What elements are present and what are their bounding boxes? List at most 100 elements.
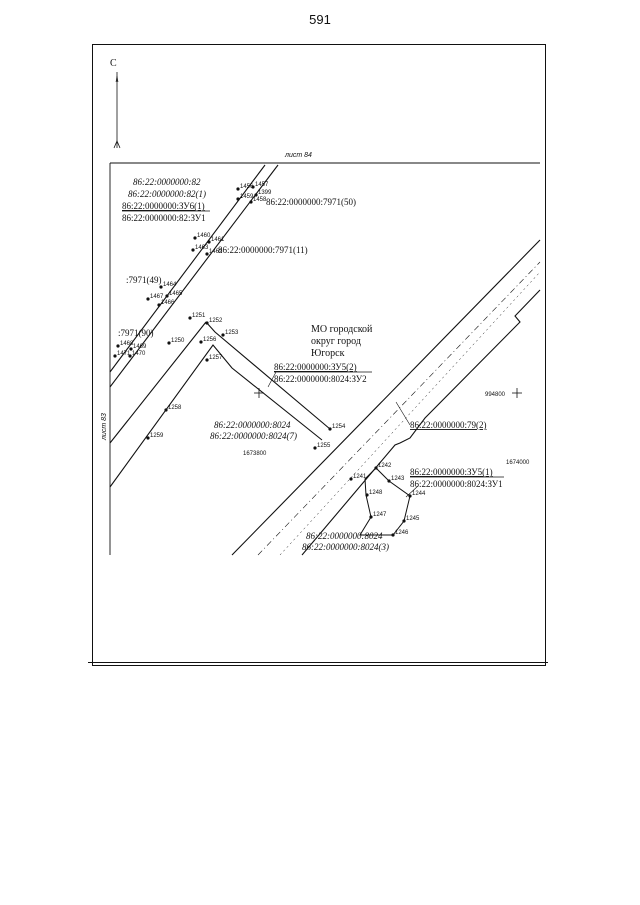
boundary-point: 1245 [402, 516, 420, 523]
boundary-point-marker [146, 436, 150, 440]
boundary-point-marker [369, 515, 373, 519]
parcel-label: 86:22:0000000:7971(11) [218, 245, 308, 255]
parcel-label: 86:22:0000000:8024 [214, 420, 291, 430]
boundary-point: 1248 [365, 490, 383, 497]
coordinate-crosshairs [254, 388, 522, 398]
boundary-point-label: 1456 [240, 184, 254, 190]
boundary-point: 1241 [349, 474, 367, 481]
boundary-point-marker [207, 240, 211, 244]
boundary-point-marker [221, 333, 225, 337]
parcel-label: :7971(90) [118, 328, 154, 338]
boundary-point-label: 1252 [209, 318, 223, 324]
road-corridor [231, 239, 541, 556]
parcel-label: 86:22:0000000:ЗУ5(2) [274, 362, 357, 372]
north-label: С [110, 58, 117, 69]
boundary-point-marker [387, 479, 391, 483]
boundary-point-marker [328, 427, 332, 431]
boundary-point: 1467 [146, 294, 164, 301]
boundary-point: 1470 [128, 351, 146, 358]
page-number: 591 [309, 12, 331, 27]
boundary-point-label: 1258 [168, 405, 182, 411]
parcel-label: 86:22:0000000:8024 [306, 531, 383, 541]
boundary-point: 1463 [191, 245, 209, 252]
parcel-label: :7971(49) [126, 275, 162, 285]
boundary-point-label: 1256 [203, 337, 217, 343]
boundary-point-marker [391, 533, 395, 537]
boundary-point-marker [199, 340, 203, 344]
boundary-point-marker [188, 316, 192, 320]
boundary-point-label: 1259 [150, 433, 164, 439]
boundary-point-label: 1468 [120, 341, 134, 347]
boundary-point: 1465 [165, 291, 183, 298]
boundary-point-marker [165, 294, 169, 298]
boundary-point: 1255 [313, 443, 331, 450]
boundary-point-label: 1250 [171, 338, 185, 344]
boundary-point: 1471 [113, 351, 131, 358]
boundary-point-label: 1399 [258, 190, 272, 196]
boundary-point-label: 1466 [161, 300, 175, 306]
parcel-label: 86:22:0000000:79(2) [410, 420, 487, 430]
boundary-point-marker [205, 321, 209, 325]
boundary-point-label: 1254 [332, 424, 346, 430]
boundary-point: 1253 [221, 330, 239, 337]
boundary-point-marker [205, 252, 209, 256]
map-frame [92, 44, 546, 666]
parcel-label: 86:22:0000000:8024(3) [302, 542, 389, 552]
boundary-point-label: 1244 [412, 491, 426, 497]
boundary-point: 1247 [369, 512, 387, 519]
boundary-point-label: 1464 [163, 282, 177, 288]
boundary-point-marker [251, 185, 255, 189]
boundary-point-marker [249, 200, 253, 204]
boundary-point-marker [113, 354, 117, 358]
parcel-label: 86:22:0000000:ЗУ5(1) [410, 467, 493, 477]
boundary-point-label: 1470 [132, 351, 146, 357]
boundary-point-label: 1465 [169, 291, 183, 297]
boundary-point: 1246 [391, 530, 409, 537]
boundary-point: 1252 [205, 318, 223, 325]
linear-parcel-strips [109, 164, 331, 488]
parcel-outline-8024-3 [359, 467, 411, 536]
boundary-point-label: 1463 [195, 245, 209, 251]
boundary-point: 1244 [408, 491, 426, 498]
sheet-label-top: лист 84 [284, 152, 312, 159]
boundary-point-label: 1461 [211, 237, 225, 243]
boundary-point: 1466 [157, 300, 175, 307]
boundary-point: 1462 [205, 249, 223, 256]
parcel-label: 86:22:0000000:8024:ЗУ1 [410, 479, 503, 489]
boundary-point: 1469 [129, 344, 147, 351]
parcel-label: 86:22:0000000:82 [133, 177, 201, 187]
boundary-point-marker [129, 347, 133, 351]
region-label-line3: Югорск [311, 348, 345, 359]
boundary-point-marker [159, 285, 163, 289]
boundary-point: 1251 [188, 313, 206, 320]
parcel-label: 86:22:0000000:82:ЗУ1 [122, 213, 206, 223]
boundary-point: 1456 [236, 184, 254, 191]
boundary-point-marker [167, 341, 171, 345]
boundary-point-marker [205, 358, 209, 362]
boundary-point-marker [408, 494, 412, 498]
boundary-point: 1250 [167, 338, 185, 345]
boundary-point-label: 1242 [378, 463, 392, 469]
parcel-label: 86:22:0000000:8024(7) [210, 431, 297, 441]
boundary-point-marker [157, 303, 161, 307]
boundary-point: 1257 [205, 355, 223, 362]
boundary-point-marker [254, 193, 258, 197]
boundary-point: 1460 [193, 233, 211, 240]
boundary-point: 1468 [116, 341, 134, 348]
boundary-point: 1458 [249, 197, 267, 204]
boundary-point-label: 1459 [240, 194, 254, 200]
coordinate-label: 1673800 [243, 451, 267, 457]
boundary-point-label: 1248 [369, 490, 383, 496]
boundary-point: 1254 [328, 424, 346, 431]
boundary-point: 1461 [207, 237, 225, 244]
boundary-point: 1457 [251, 182, 269, 189]
coordinate-label: 994800 [485, 392, 506, 398]
boundary-point-label: 1253 [225, 330, 239, 336]
boundary-point-marker [164, 408, 168, 412]
boundary-point-label: 1247 [373, 512, 387, 518]
boundary-point: 1243 [387, 476, 405, 483]
boundary-point: 1464 [159, 282, 177, 289]
boundary-point-marker [349, 477, 353, 481]
